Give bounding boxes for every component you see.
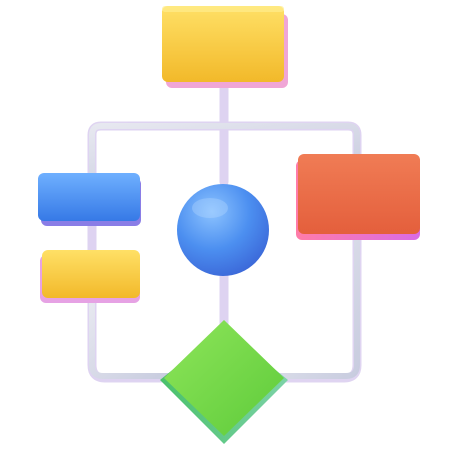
center-circle [177, 184, 269, 276]
left-upper-rectangle [38, 173, 141, 226]
bottom-diamond [160, 320, 288, 444]
top-rectangle [162, 6, 288, 88]
left-lower-rectangle [40, 250, 140, 303]
right-rectangle [296, 154, 420, 240]
connector-lines [87, 79, 362, 383]
